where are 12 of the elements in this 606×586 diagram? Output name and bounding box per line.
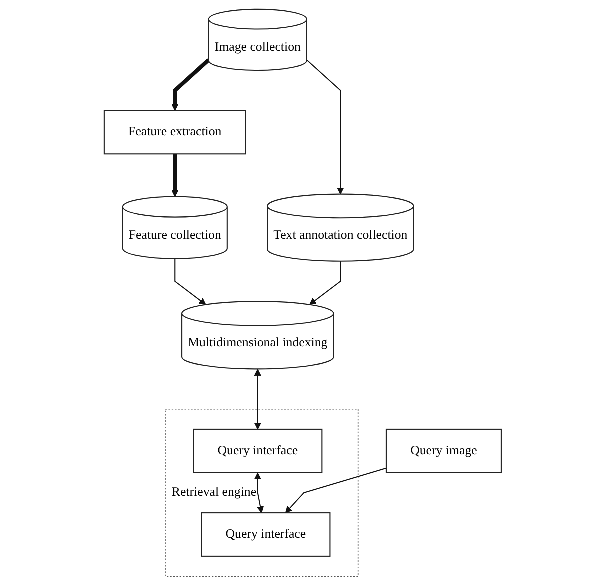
node-box: Feature extraction (104, 110, 246, 155)
arrow (254, 369, 262, 430)
node-box: Query image (386, 428, 502, 474)
node-box: Query interface (193, 428, 323, 474)
node-box: Query interface (201, 512, 331, 557)
arrow (285, 468, 387, 514)
arrow (172, 154, 179, 198)
arrow (174, 258, 206, 306)
arrow (254, 472, 264, 514)
arrow (306, 60, 344, 195)
arrow (172, 58, 210, 112)
arrow (310, 261, 342, 306)
